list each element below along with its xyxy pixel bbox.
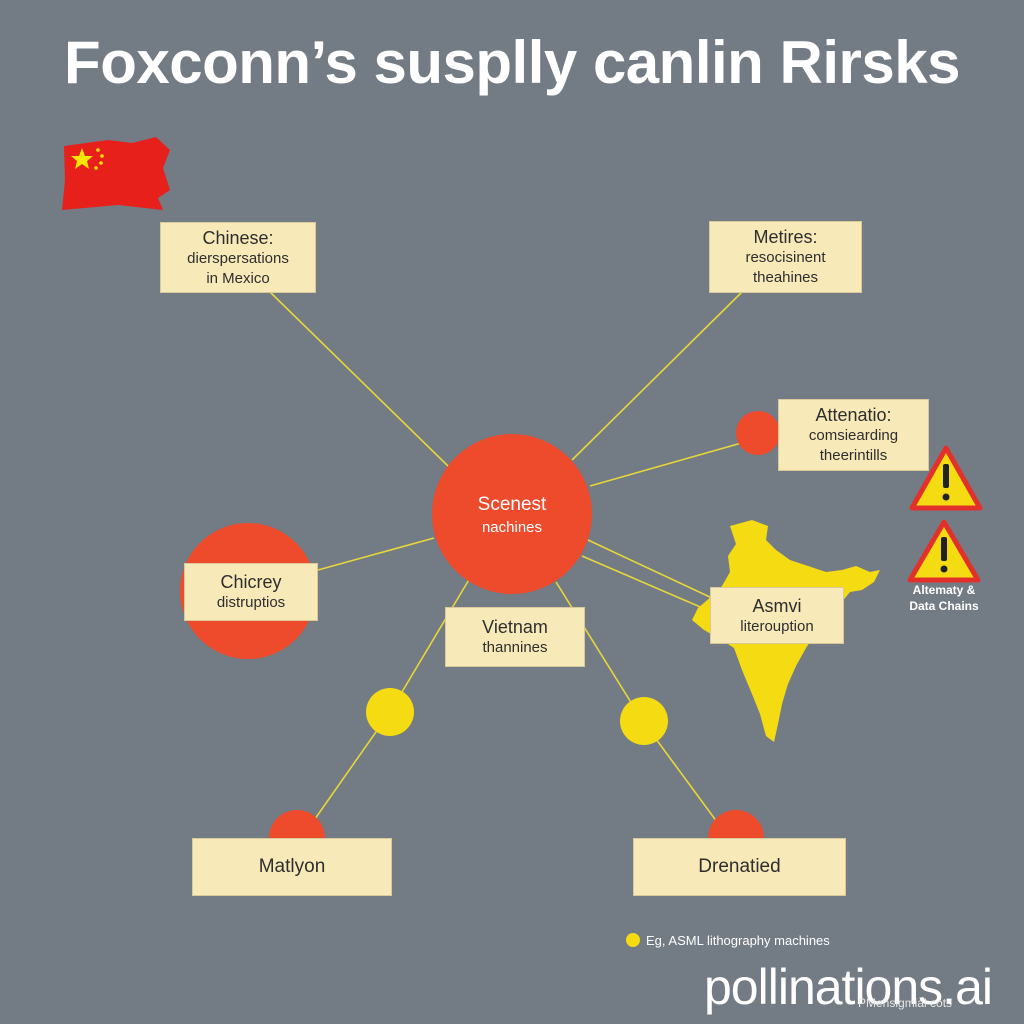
box-india-line1: literouption [740,617,814,635]
center-node-subtitle: nachines [481,519,543,536]
yellow-node-left[interactable] [366,688,414,736]
box-right-line2: theerintills [819,447,888,464]
warning-icon [909,445,983,511]
legend-text: Eg, ASML lithography machines [646,932,830,948]
box-bottom-right[interactable]: Drenatied [633,838,846,896]
box-top-right-line1: resocisinent [745,249,826,266]
box-left-title: Chicrey [220,572,282,592]
center-node[interactable] [432,434,592,594]
box-top-left-line2: in Mexico [206,269,270,287]
warning-icon [907,519,981,583]
box-left[interactable]: Chicrey distruptios [184,563,318,621]
box-india[interactable]: Asmvi literouption [710,587,844,644]
box-bottom-right-title: Drenatied [698,856,781,877]
box-top-left-title: Chinese: [202,227,274,248]
connector-center-top-right [571,291,743,461]
box-bottom-left[interactable]: Matlyon [192,838,392,896]
box-top-right-line2: theahines [752,269,819,286]
connector-center-left-dot [389,577,471,713]
side-caption-line2: Data Chains [909,599,979,613]
box-bottom-left-title: Matlyon [258,856,326,877]
legend: Eg, ASML lithography machines [626,930,830,950]
box-middle[interactable]: Vietnam thannines [445,607,585,667]
china-flag-icon [62,137,170,210]
box-top-right-title: Metires: [753,227,818,247]
box-middle-line1: thannines [482,639,548,656]
connector-center-india-2 [581,555,713,613]
box-left-line1: distruptios [216,594,286,611]
legend-dot-icon [626,933,640,947]
right-small-node[interactable] [736,411,780,455]
connector-center-right-dot [555,581,643,721]
page-title: Foxconn’s susplly canlin Rirsks [64,29,960,96]
center-node-title: Scenest [477,494,547,515]
side-caption: Altematy & Data Chains [896,582,992,614]
box-top-left-line1: dierspersations [187,249,289,267]
box-india-title: Asmvi [752,595,802,616]
box-top-right[interactable]: Metires: resocisinent theahines [709,221,862,293]
box-right-title: Attenatio: [815,405,892,425]
box-right-line1: comsiearding [808,427,899,444]
side-caption-line1: Altematy & [912,583,976,597]
box-middle-title: Vietnam [482,617,548,637]
connector-center-right [589,439,753,487]
watermark-subtext: PMensigmial cots [858,996,953,1010]
box-top-left[interactable]: Chinese: dierspersations in Mexico [160,222,316,293]
center-node-label: Scenest nachines [432,492,592,538]
connector-center-left [317,537,435,571]
connector-center-india-1 [587,539,713,599]
connector-lines [269,291,753,827]
watermark: pollinations.ai [704,959,993,1015]
box-right[interactable]: Attenatio: comsiearding theerintills [778,399,929,471]
connector-center-top-left [269,291,449,467]
yellow-node-right[interactable] [620,697,668,745]
